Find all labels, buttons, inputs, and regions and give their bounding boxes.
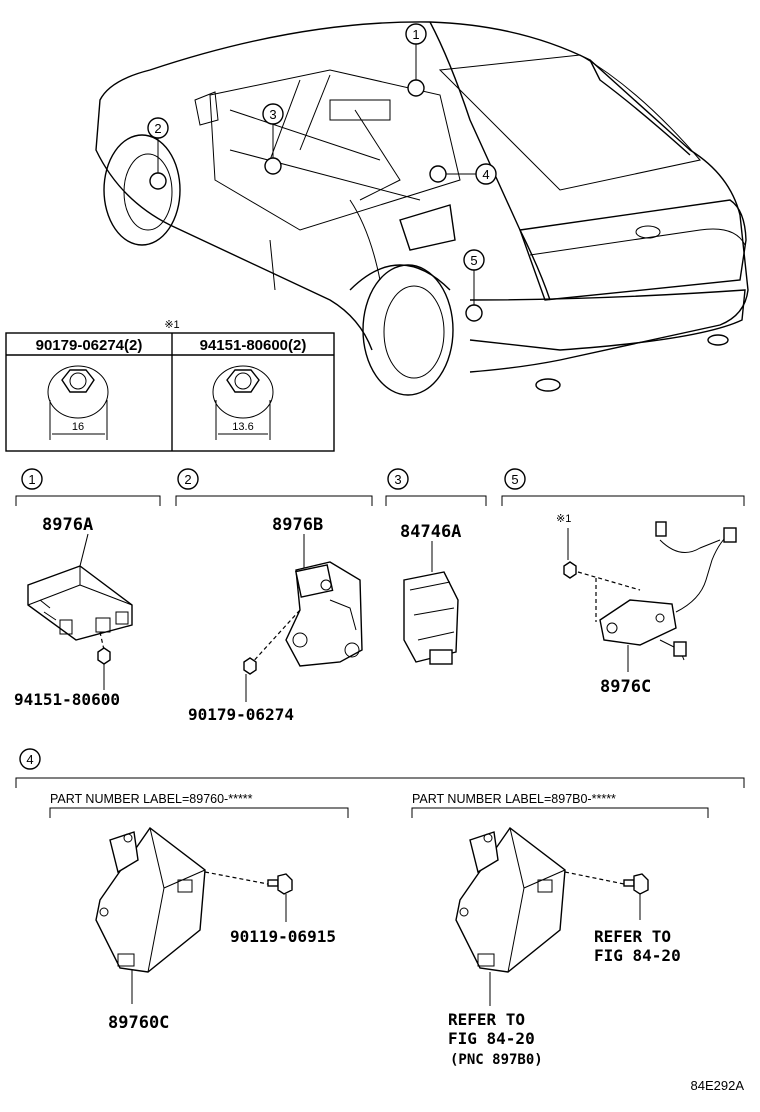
callout-5: 5	[463, 249, 485, 271]
section-5: 5 ※1 8976C	[501, 468, 745, 697]
table-col1-dim: 16	[72, 421, 84, 433]
table-note-mark: ※1	[164, 319, 179, 331]
part-number-label-left: PART NUMBER LABEL=89760-*****	[50, 792, 253, 806]
pnc-text: (PNC 897B0)	[450, 1052, 543, 1068]
figure-id: 84E292A	[691, 1078, 745, 1093]
part-8976b-label: 8976B	[272, 515, 323, 535]
svg-text:2: 2	[154, 121, 161, 136]
bolt-icon	[623, 873, 649, 895]
refer-fig-text: FIG 84-20	[594, 946, 681, 965]
nut-icon	[97, 647, 111, 665]
svg-text:5: 5	[470, 253, 477, 268]
nut-icon	[243, 657, 257, 675]
part-number-label-right: PART NUMBER LABEL=897B0-*****	[412, 792, 616, 806]
ecu-module-icon	[455, 826, 566, 973]
section-3: 3 84746A	[385, 468, 487, 665]
part-89760c-label: 89760C	[108, 1013, 169, 1033]
fastener-90119-06915-label: 90119-06915	[230, 927, 336, 946]
fastener-90179-06274-label: 90179-06274	[188, 705, 294, 724]
sensor-module-icon	[27, 565, 133, 641]
part-8976a-label: 8976A	[42, 515, 93, 535]
callout-1: 1	[405, 23, 427, 45]
svg-text:3: 3	[394, 472, 401, 487]
nut-icon	[563, 561, 577, 579]
section-4: 4 PART NUMBER LABEL=89760-***** PART NUM…	[15, 748, 745, 1068]
refer-to-text: REFER TO	[448, 1010, 525, 1029]
svg-text:4: 4	[26, 752, 33, 767]
refer-to-text: REFER TO	[594, 927, 671, 946]
nut-icon	[212, 365, 274, 440]
table-col2-part: 94151-80600(2)	[200, 337, 307, 354]
cable-connector-icon	[403, 571, 459, 665]
ecu-module-icon	[95, 826, 206, 973]
svg-text:2: 2	[184, 472, 191, 487]
section5-note-mark: ※1	[556, 513, 571, 525]
part-8976c-label: 8976C	[600, 677, 651, 697]
callout-2: 2	[147, 117, 169, 139]
svg-text:3: 3	[269, 107, 276, 122]
refer-fig-text: FIG 84-20	[448, 1029, 535, 1048]
sensor-with-harness-icon	[599, 521, 737, 661]
part-84746a-label: 84746A	[400, 522, 461, 542]
svg-text:4: 4	[482, 167, 489, 182]
svg-text:1: 1	[28, 472, 35, 487]
fastener-94151-80600-label: 94151-80600	[14, 690, 120, 709]
table-col1-part: 90179-06274(2)	[36, 337, 143, 354]
nut-icon	[47, 365, 109, 440]
section-1: 1 8976A 94151-80600	[14, 468, 161, 709]
bracket-sensor-icon	[285, 561, 363, 667]
table-col2-dim: 13.6	[232, 421, 253, 433]
bolt-icon	[267, 873, 293, 895]
fastener-table: ※1 90179-06274(2) 94151-80600(2) 16 13.6	[5, 319, 335, 452]
svg-text:1: 1	[412, 27, 419, 42]
callout-3: 3	[262, 103, 284, 125]
svg-text:5: 5	[511, 472, 518, 487]
car-illustration	[95, 21, 749, 396]
callout-4: 4	[475, 163, 497, 185]
section-2: 2 8976B 90179-06274	[175, 468, 373, 724]
